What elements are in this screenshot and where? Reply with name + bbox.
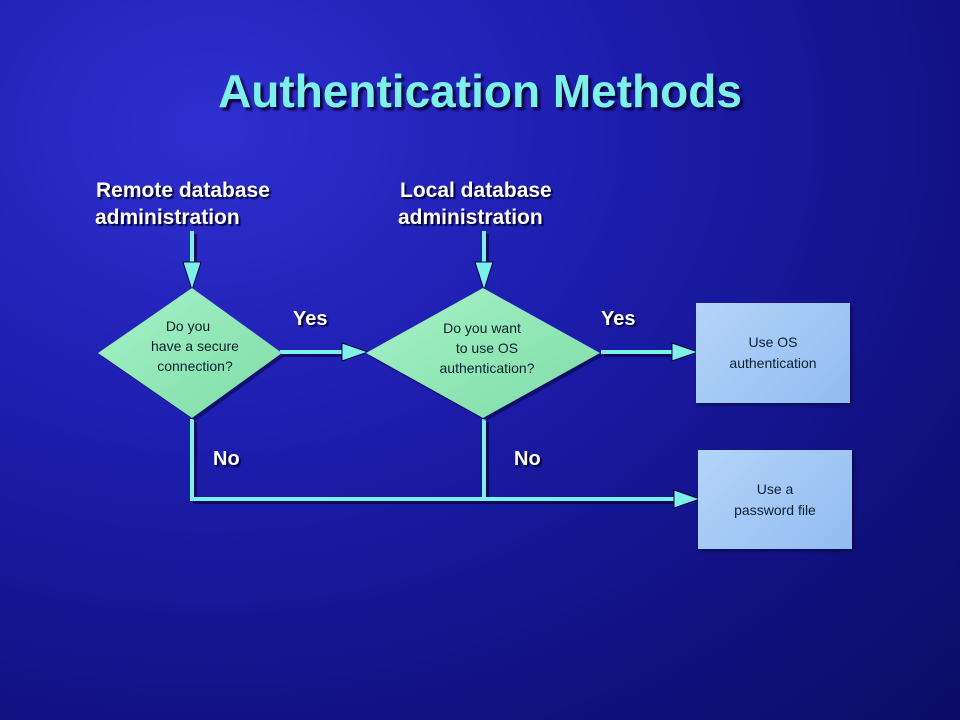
decision-os-line-2: to use OS	[455, 340, 519, 356]
edge-label-yes-secure: Yes	[293, 308, 328, 330]
arrowhead-right-no	[673, 489, 702, 509]
decision-secure-line-2: have a secure	[151, 338, 239, 354]
decision-secure-connection	[98, 288, 282, 418]
decision-os-authentication	[366, 288, 600, 418]
header-local-line-2: administration	[398, 206, 543, 229]
header-remote-line-1: Remote database	[96, 179, 270, 202]
outcome-os-line-1: Use OS	[748, 334, 798, 350]
decision-secure-line-3: connection?	[157, 358, 233, 374]
arrowhead-down-remote	[182, 261, 202, 292]
outcome-password-line-2: password file	[734, 501, 816, 518]
edge-label-yes-os: Yes	[601, 308, 636, 330]
decision-os-authentication-text: Do you want to use OS authentication?	[408, 318, 566, 378]
decision-os-line-1: Do you want	[443, 320, 521, 336]
edge-label-no-os: No	[514, 448, 541, 470]
header-local-administration: Local database administration	[398, 177, 552, 231]
edge-label-no-secure: No	[213, 448, 240, 470]
connector-no-secure	[190, 419, 682, 501]
arrowhead-right-yes-2	[671, 342, 700, 362]
decision-secure-line-1: Do you	[165, 318, 211, 334]
outcome-use-os-authentication: Use OS authentication	[696, 303, 850, 403]
slide-title: Authentication Methods	[218, 65, 742, 117]
decision-secure-connection-text: Do you have a secure connection?	[122, 316, 268, 376]
header-remote-administration: Remote database administration	[95, 177, 270, 231]
arrowhead-down-local	[474, 261, 494, 292]
outcome-password-line-1: Use a	[756, 480, 794, 497]
outcome-use-password-file: Use a password file	[698, 450, 852, 549]
header-local-line-1: Local database	[400, 179, 552, 202]
outcome-os-line-2: authentication	[729, 355, 817, 371]
arrowhead-right-yes-1	[341, 342, 370, 362]
header-remote-line-2: administration	[95, 206, 240, 229]
decision-os-line-3: authentication?	[439, 360, 535, 376]
